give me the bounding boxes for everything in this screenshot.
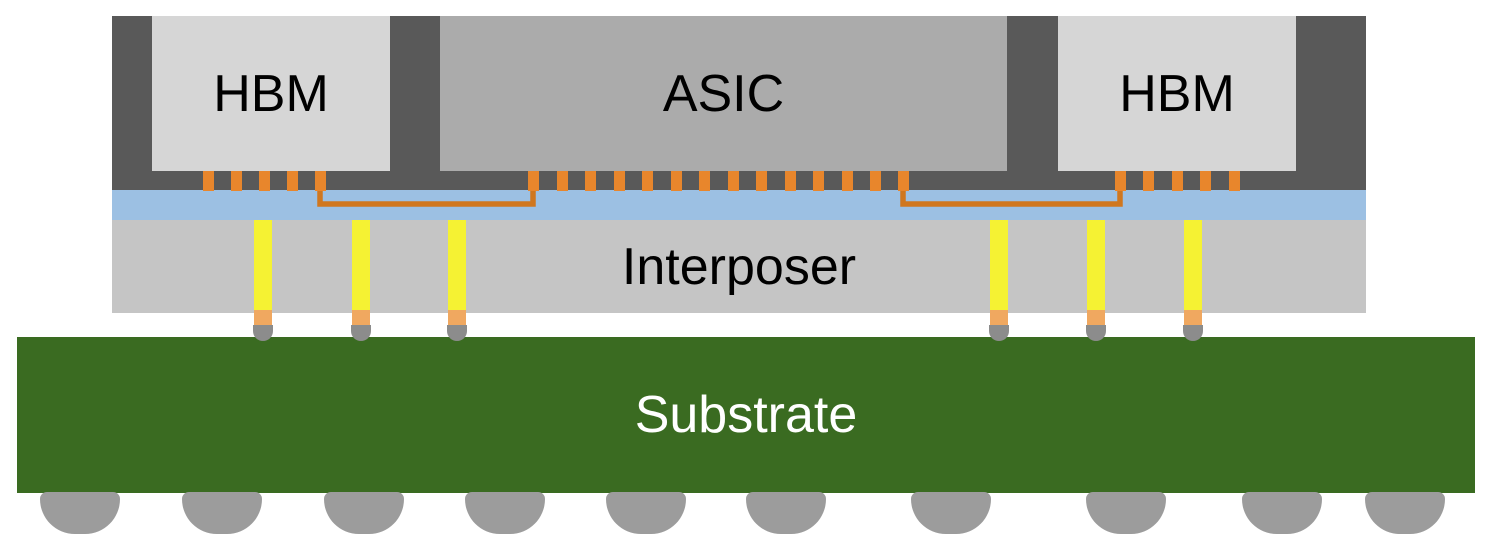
tsv-pad xyxy=(352,310,370,326)
microbump-hbm-right xyxy=(1171,171,1183,191)
substrate-label: Substrate xyxy=(634,386,858,444)
tsv-tip xyxy=(1183,325,1203,341)
tsv-shaft xyxy=(1184,220,1202,310)
substrate-block: Substrate xyxy=(17,337,1475,493)
microbump-hbm-right xyxy=(1142,171,1154,191)
microbump-hbm-right xyxy=(1114,171,1126,191)
tsv-pad xyxy=(1184,310,1202,326)
microbump-asic xyxy=(727,171,739,191)
tsv-pad xyxy=(990,310,1008,326)
tsv-tip xyxy=(1086,325,1106,341)
microbump-asic xyxy=(613,171,625,191)
bga-ball xyxy=(1365,492,1445,534)
microbump-asic xyxy=(584,171,596,191)
bga-ball xyxy=(911,492,991,534)
microbump-asic xyxy=(556,171,568,191)
microbump-hbm-left xyxy=(202,171,214,191)
bga-ball xyxy=(40,492,120,534)
tsv-tip xyxy=(253,325,273,341)
tsv-shaft xyxy=(990,220,1008,310)
microbump-hbm-left xyxy=(230,171,242,191)
bga-ball xyxy=(324,492,404,534)
hbm-right-label: HBM xyxy=(1119,64,1235,123)
asic-label: ASIC xyxy=(662,64,785,123)
tsv-tip xyxy=(989,325,1009,341)
bga-ball xyxy=(1242,492,1322,534)
microbump-hbm-right xyxy=(1228,171,1240,191)
hbm-die-right: HBM xyxy=(1058,16,1296,171)
tsv-shaft xyxy=(254,220,272,310)
tsv-shaft xyxy=(1087,220,1105,310)
bga-ball xyxy=(182,492,262,534)
bga-ball xyxy=(1086,492,1166,534)
microbump-asic xyxy=(869,171,881,191)
microbump-hbm-left xyxy=(258,171,270,191)
microbump-asic xyxy=(670,171,682,191)
tsv-tip xyxy=(351,325,371,341)
hbm-left-label: HBM xyxy=(213,64,329,123)
bga-ball xyxy=(746,492,826,534)
microbump-asic xyxy=(527,171,539,191)
microbump-asic xyxy=(755,171,767,191)
microbump-asic xyxy=(641,171,653,191)
microbump-hbm-left xyxy=(314,171,326,191)
bga-ball xyxy=(465,492,545,534)
microbump-asic xyxy=(841,171,853,191)
microbump-asic xyxy=(698,171,710,191)
microbump-hbm-left xyxy=(286,171,298,191)
bga-ball xyxy=(606,492,686,534)
tsv-shaft xyxy=(352,220,370,310)
asic-die: ASIC xyxy=(440,16,1007,171)
microbump-hbm-right xyxy=(1199,171,1211,191)
tsv-pad xyxy=(254,310,272,326)
microbump-asic xyxy=(812,171,824,191)
interposer-layer: Interposer xyxy=(112,220,1366,313)
rdl-layer xyxy=(112,190,1366,220)
hbm-die-left: HBM xyxy=(152,16,390,171)
interposer-label: Interposer xyxy=(621,237,857,296)
tsv-tip xyxy=(447,325,467,341)
microbump-asic xyxy=(897,171,909,191)
tsv-shaft xyxy=(448,220,466,310)
microbump-asic xyxy=(784,171,796,191)
tsv-pad xyxy=(1087,310,1105,326)
tsv-pad xyxy=(448,310,466,326)
